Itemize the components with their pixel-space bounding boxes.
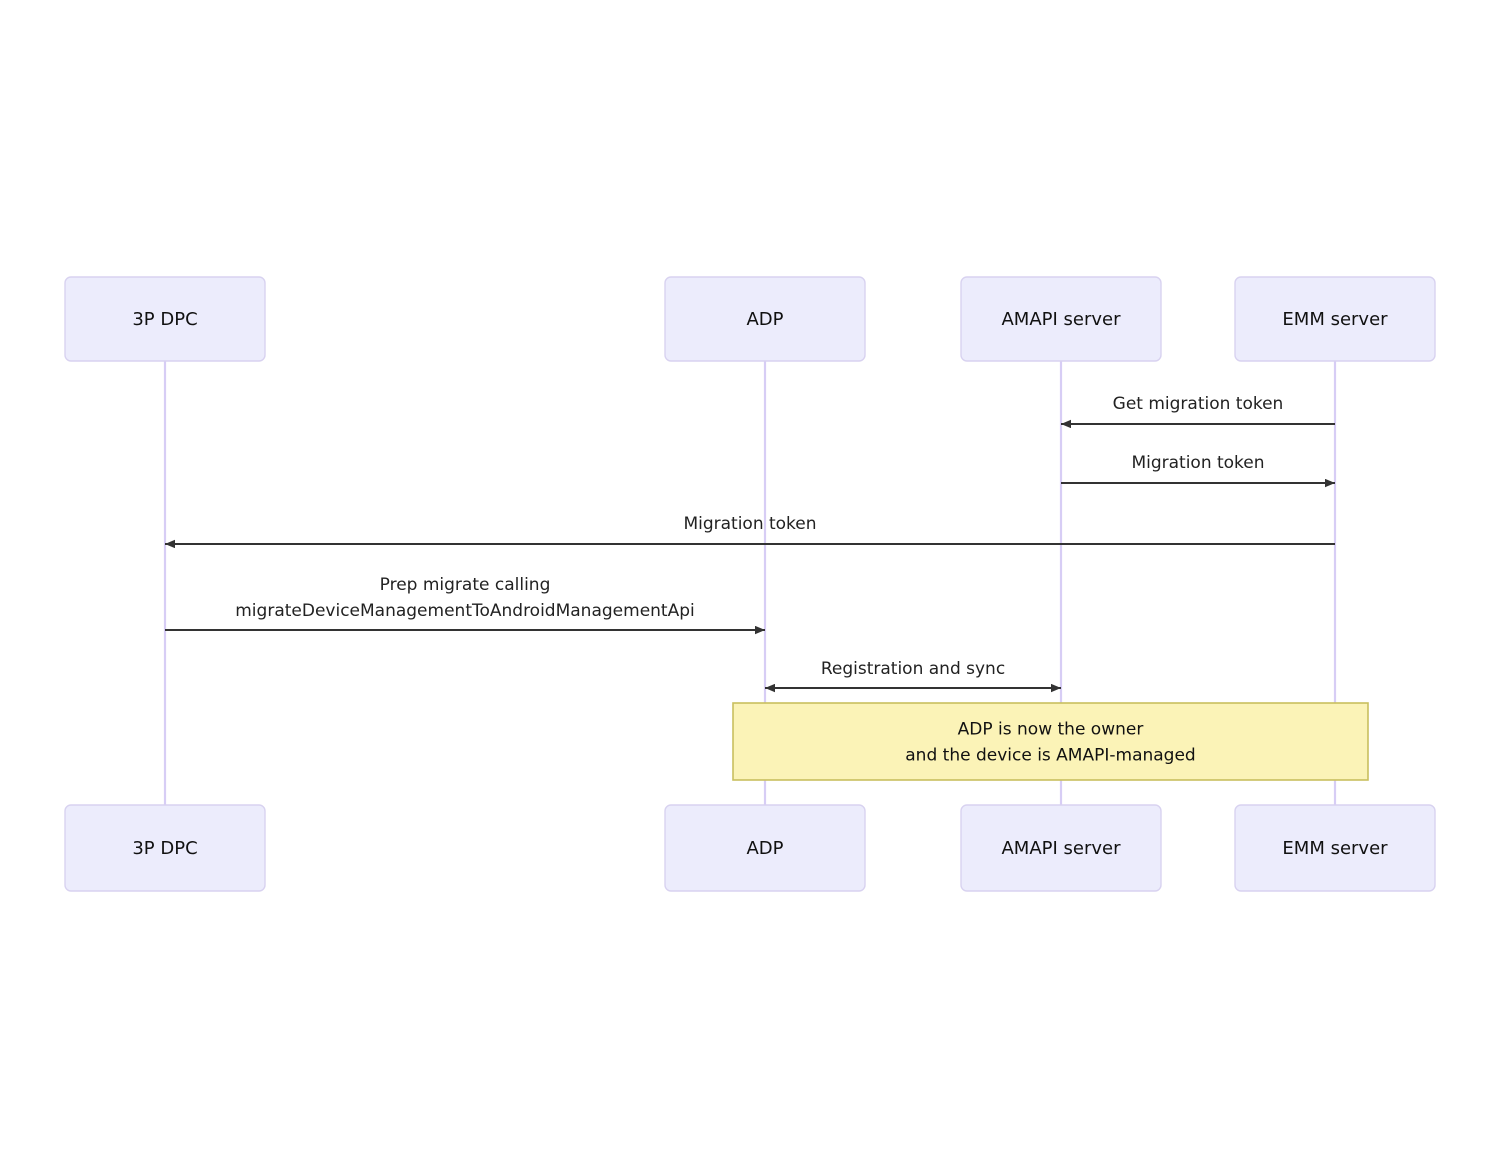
participant-dpc-bottom[interactable]: 3P DPC — [64, 804, 266, 892]
message-m2[interactable]: Migration token — [1061, 453, 1335, 488]
participant-adp-bottom[interactable]: ADP — [664, 804, 866, 892]
message-m3[interactable]: Migration token — [165, 514, 1335, 549]
participant-box-shape — [1234, 276, 1436, 362]
participant-label-amapi: AMAPI server — [1001, 838, 1121, 859]
participant-label-emm: EMM server — [1282, 309, 1388, 330]
message-m1[interactable]: Get migration token — [1061, 394, 1335, 429]
participant-box-shape — [960, 804, 1162, 892]
note-box-shape — [732, 702, 1369, 781]
participant-dpc-top[interactable]: 3P DPC — [64, 276, 266, 362]
note-label-line: and the device is AMAPI-managed — [905, 746, 1195, 766]
participant-boxes-top: 3P DPC ADP AMAPI server EMM server — [64, 276, 1436, 362]
note-label-line: ADP is now the owner — [958, 720, 1144, 740]
participant-label-adp: ADP — [746, 309, 783, 330]
message-label-m4: migrateDeviceManagementToAndroidManageme… — [235, 601, 694, 621]
participant-box-shape — [1234, 804, 1436, 892]
message-label-m1: Get migration token — [1113, 394, 1284, 414]
participant-emm-bottom[interactable]: EMM server — [1234, 804, 1436, 892]
participant-box-shape — [960, 276, 1162, 362]
participant-boxes-bottom: 3P DPC ADP AMAPI server EMM server — [64, 804, 1436, 892]
participant-emm-top[interactable]: EMM server — [1234, 276, 1436, 362]
participant-box-shape — [64, 276, 266, 362]
participant-box-shape — [64, 804, 266, 892]
message-m5[interactable]: Registration and sync — [765, 659, 1061, 693]
participant-label-adp: ADP — [746, 838, 783, 859]
message-label-m5: Registration and sync — [821, 659, 1005, 679]
message-label-m2: Migration token — [1131, 453, 1264, 473]
participant-label-dpc: 3P DPC — [132, 838, 197, 859]
participant-box-shape — [664, 276, 866, 362]
participant-amapi-bottom[interactable]: AMAPI server — [960, 804, 1162, 892]
notes-group: ADP is now the owner and the device is AM… — [732, 702, 1369, 781]
participant-label-emm: EMM server — [1282, 838, 1388, 859]
note-n1[interactable]: ADP is now the owner and the device is AM… — [732, 702, 1369, 781]
participant-amapi-top[interactable]: AMAPI server — [960, 276, 1162, 362]
participant-box-shape — [664, 804, 866, 892]
message-m4[interactable]: Prep migrate calling migrateDeviceManagem… — [165, 575, 765, 635]
message-label-m3: Migration token — [683, 514, 816, 534]
message-label-m4: Prep migrate calling — [380, 575, 551, 595]
participant-label-dpc: 3P DPC — [132, 309, 197, 330]
participant-label-amapi: AMAPI server — [1001, 309, 1121, 330]
participant-adp-top[interactable]: ADP — [664, 276, 866, 362]
